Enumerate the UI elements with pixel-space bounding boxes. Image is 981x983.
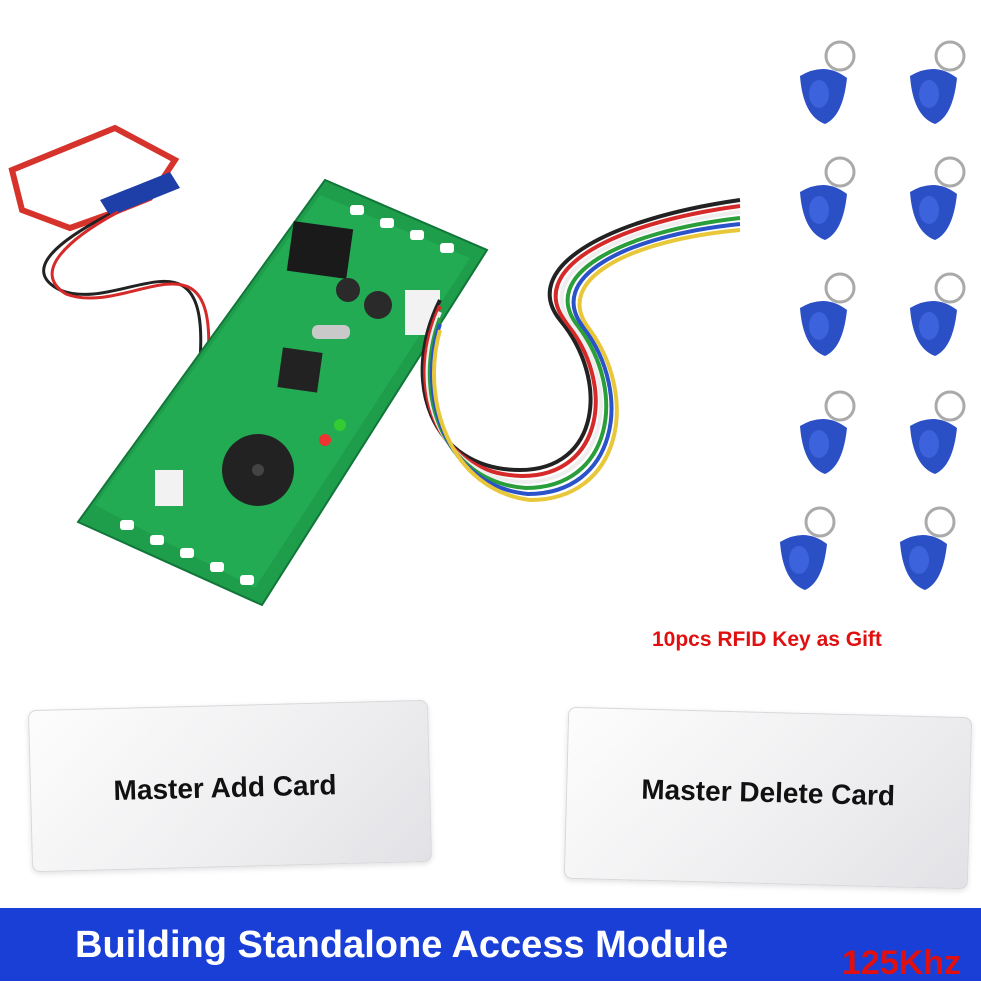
rfid-fob	[800, 40, 856, 124]
rfid-fob	[800, 272, 856, 356]
rfid-fob	[910, 40, 966, 124]
rfid-access-board-image	[8, 124, 741, 607]
rfid-fob	[910, 390, 966, 474]
pcb-board	[76, 178, 489, 607]
antenna-coil	[8, 124, 180, 232]
rfid-fob	[910, 156, 966, 240]
master-add-card-label: Master Add Card	[113, 769, 337, 807]
rfid-fob	[800, 390, 856, 474]
title-banner	[0, 908, 981, 981]
rfid-fob	[900, 506, 956, 590]
master-delete-card: Master Delete Card	[563, 706, 973, 890]
gift-caption: 10pcs RFID Key as Gift	[652, 628, 882, 651]
master-add-card: Master Add Card	[27, 699, 433, 873]
rfid-fob	[800, 156, 856, 240]
rfid-fob	[910, 272, 966, 356]
master-delete-card-label: Master Delete Card	[640, 773, 896, 812]
frequency-label: 125Khz	[842, 944, 962, 982]
rfid-fob	[780, 506, 836, 590]
wire-bundle	[420, 198, 741, 503]
banner-title: Building Standalone Access Module	[75, 924, 729, 966]
